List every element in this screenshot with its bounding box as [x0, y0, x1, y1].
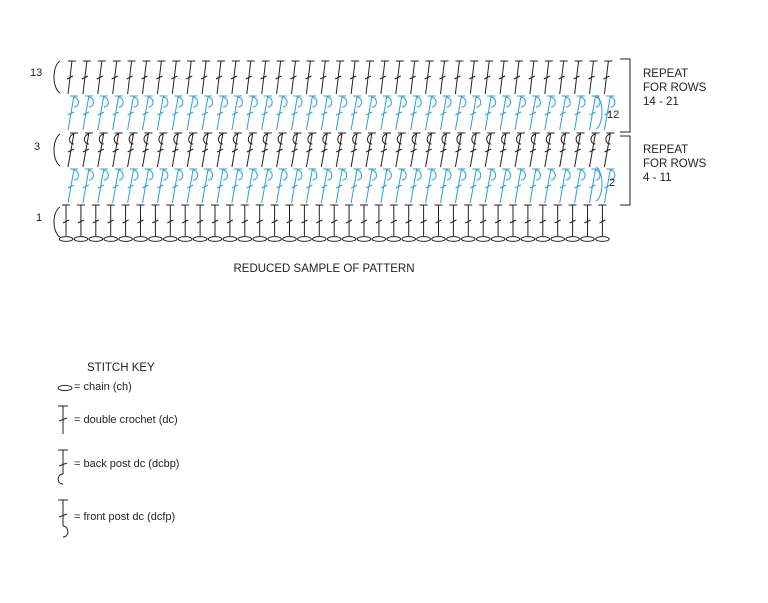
row-13-stitches	[53, 60, 613, 95]
repeat-top-line3: 14 - 21	[643, 96, 679, 108]
row-12-stitches	[67, 94, 616, 131]
row-1-stitches	[53, 204, 607, 238]
key-item-front-post-dc: = front post dc (dcfp)	[74, 511, 176, 523]
back-post-dc-symbol-icon	[57, 449, 68, 485]
row-label-1: 1	[36, 212, 43, 224]
key-item-back-post-dc: = back post dc (dcbp)	[74, 458, 180, 470]
repeat-top-line2: FOR ROWS	[643, 82, 707, 94]
repeat-label-bottom: REPEAT FOR ROWS 4 - 11	[643, 143, 706, 185]
repeat-bottom-line2: FOR ROWS	[643, 158, 707, 170]
chain-symbol-icon	[57, 384, 73, 392]
repeat-label-top: REPEAT FOR ROWS 14 - 21	[643, 67, 706, 109]
row-2-stitches	[67, 166, 616, 204]
repeat-bottom-line3: 4 - 11	[643, 172, 672, 184]
repeat-bottom-line1: REPEAT	[643, 144, 689, 156]
repeat-top-line1: REPEAT	[643, 68, 689, 80]
row-label-13: 13	[30, 67, 43, 79]
row-label-3: 3	[34, 141, 41, 153]
row-label-12: 12	[607, 109, 620, 121]
repeat-brackets	[620, 58, 631, 206]
double-crochet-symbol-icon	[58, 405, 68, 434]
front-post-dc-symbol-icon	[58, 499, 69, 538]
key-item-double-crochet: = double crochet (dc)	[74, 414, 178, 426]
foundation-chain	[58, 236, 610, 242]
row-label-2: 2	[609, 177, 616, 189]
stitch-key-title: STITCH KEY	[87, 362, 155, 374]
key-item-chain: = chain (ch)	[74, 381, 132, 393]
row-3-stitches	[53, 132, 615, 168]
diagram-caption: REDUCED SAMPLE OF PATTERN	[233, 263, 415, 275]
